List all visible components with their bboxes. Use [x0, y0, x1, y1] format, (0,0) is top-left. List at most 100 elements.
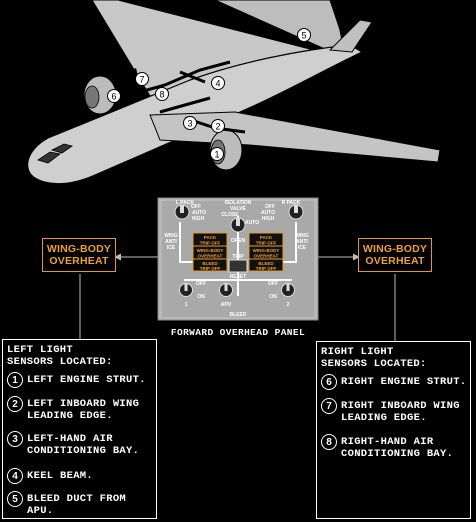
marker-8: 8	[155, 87, 169, 101]
sensor-location: LEFT INBOARD WING LEADING EDGE.	[27, 398, 140, 422]
svg-text:ON: ON	[197, 294, 205, 300]
cockpit-windows	[37, 143, 73, 164]
aircraft-illustration: 1 2 3 4 5 6 7 8	[27, 0, 441, 185]
svg-text:VALVE: VALVE	[230, 206, 247, 212]
svg-text:4: 4	[215, 79, 220, 89]
svg-text:TRIP OFF: TRIP OFF	[200, 266, 221, 271]
tail	[328, 19, 373, 53]
svg-text:ANTI: ANTI	[165, 239, 177, 245]
svg-text:2: 2	[287, 302, 290, 308]
sensor-number: 3	[7, 431, 23, 447]
sensor-number: 8	[321, 434, 337, 450]
svg-text:WING-BODY: WING-BODY	[197, 248, 224, 253]
left-sensor-item: 2 LEFT INBOARD WING LEADING EDGE.	[7, 396, 139, 422]
trip-reset-button[interactable]	[228, 259, 248, 273]
svg-text:BLEED: BLEED	[258, 261, 274, 266]
duct-lines	[109, 60, 246, 134]
marker-7: 7	[135, 72, 149, 86]
svg-text:CLOSE: CLOSE	[221, 212, 239, 218]
sensor-location: RIGHT ENGINE STRUT.	[341, 376, 467, 388]
svg-text:BLEED: BLEED	[202, 261, 218, 266]
right-annunciators: PACK TRIP OFF WING-BODY OVERHEAT BLEED T…	[248, 232, 284, 272]
svg-text:AUTO: AUTO	[192, 210, 206, 216]
svg-text:WING: WING	[164, 233, 178, 239]
sensor-number: 6	[321, 374, 337, 390]
svg-text:AUTO: AUTO	[261, 210, 275, 216]
svg-text:5: 5	[301, 31, 306, 41]
marker-3: 3	[183, 116, 197, 130]
svg-text:L PACK: L PACK	[176, 200, 195, 206]
sensor-location: LEFT-HAND AIR CONDITIONING BAY.	[27, 433, 140, 457]
svg-text:PACK: PACK	[260, 235, 273, 240]
right-sensor-item: 7 RIGHT INBOARD WING LEADING EDGE.	[321, 398, 460, 424]
isolation-valve-switch[interactable]	[230, 217, 246, 233]
r-pack-switch[interactable]	[288, 204, 304, 220]
alert-line-2: OVERHEAT	[365, 255, 425, 267]
svg-text:OFF: OFF	[196, 281, 206, 287]
svg-text:TRIP OFF: TRIP OFF	[256, 266, 277, 271]
apu-bleed-switch[interactable]	[219, 283, 233, 297]
svg-text:HIGH: HIGH	[262, 216, 275, 222]
svg-text:TRIP OFF: TRIP OFF	[256, 241, 277, 246]
svg-text:WING-BODY: WING-BODY	[253, 248, 280, 253]
left-sensors-title: LEFT LIGHT SENSORS LOCATED:	[7, 344, 113, 368]
marker-5: 5	[297, 28, 311, 42]
sensor-location: BLEED DUCT FROM APU.	[27, 493, 127, 517]
left-sensors-box: LEFT LIGHT SENSORS LOCATED: 1 LEFT ENGIN…	[2, 339, 157, 519]
svg-text:ISOLATION: ISOLATION	[225, 200, 252, 206]
svg-text:OVERHEAT: OVERHEAT	[198, 254, 223, 259]
sensor-number: 7	[321, 398, 337, 414]
sensor-location: KEEL BEAM.	[27, 470, 94, 482]
svg-text:3: 3	[187, 119, 192, 129]
svg-text:ON: ON	[269, 294, 277, 300]
svg-text:8: 8	[159, 90, 164, 100]
svg-text:6: 6	[111, 92, 116, 102]
svg-text:7: 7	[139, 75, 144, 85]
bleed-2-switch[interactable]	[281, 283, 295, 297]
l-pack-switch[interactable]	[174, 204, 190, 220]
sensor-number: 1	[7, 372, 23, 388]
svg-text:OFF: OFF	[268, 281, 278, 287]
svg-text:ICE: ICE	[298, 245, 307, 251]
sensor-location: LEFT ENGINE STRUT.	[27, 374, 146, 386]
sensor-number: 2	[7, 396, 23, 412]
left-annunciators: PACK TRIP OFF WING-BODY OVERHEAT BLEED T…	[192, 232, 228, 272]
sensor-location: RIGHT-HAND AIR CONDITIONING BAY.	[341, 436, 454, 460]
svg-text:TRIP: TRIP	[232, 254, 244, 260]
right-sensors-box: RIGHT LIGHT SENSORS LOCATED: 6 RIGHT ENG…	[316, 341, 471, 519]
svg-text:TRIP OFF: TRIP OFF	[200, 241, 221, 246]
alert-line-1: WING-BODY	[362, 243, 428, 255]
right-sensors-title: RIGHT LIGHT SENSORS LOCATED:	[321, 346, 427, 370]
svg-text:OPEN: OPEN	[231, 238, 246, 244]
marker-4: 4	[211, 76, 225, 90]
left-sensor-item: 5 BLEED DUCT FROM APU.	[7, 491, 156, 517]
sensor-number: 5	[7, 491, 23, 507]
left-sensor-item: 4 KEEL BEAM.	[7, 468, 93, 484]
svg-text:AUTO: AUTO	[245, 220, 259, 226]
left-wing-body-overheat-alert: WING-BODY OVERHEAT	[42, 238, 116, 272]
svg-text:OFF: OFF	[265, 204, 275, 210]
right-sensor-item: 8 RIGHT-HAND AIR CONDITIONING BAY.	[321, 434, 453, 460]
svg-text:OFF: OFF	[191, 204, 201, 210]
svg-text:HIGH: HIGH	[192, 216, 205, 222]
marker-1: 1	[210, 147, 224, 161]
panel-labels: L PACK R PACK OFF AUTO HIGH OFF AUTO HIG…	[164, 200, 309, 318]
bleed-1-switch[interactable]	[179, 283, 193, 297]
sensor-location: RIGHT INBOARD WING LEADING EDGE.	[341, 400, 460, 424]
alert-line-2: OVERHEAT	[49, 255, 109, 267]
left-sensor-item: 1 LEFT ENGINE STRUT.	[7, 372, 146, 388]
svg-text:WING: WING	[295, 233, 309, 239]
svg-text:2: 2	[215, 122, 220, 132]
right-engine-inlet	[84, 85, 100, 109]
svg-text:APU: APU	[221, 302, 232, 308]
left-sensor-item: 3 LEFT-HAND AIR CONDITIONING BAY.	[7, 431, 139, 457]
svg-text:PACK: PACK	[204, 235, 217, 240]
svg-text:RESET: RESET	[230, 274, 247, 280]
svg-text:1: 1	[185, 302, 188, 308]
svg-text:R PACK: R PACK	[282, 200, 301, 206]
aircraft-markers: 1 2 3 4 5 6 7 8	[107, 28, 311, 161]
svg-text:OVERHEAT: OVERHEAT	[254, 254, 279, 259]
